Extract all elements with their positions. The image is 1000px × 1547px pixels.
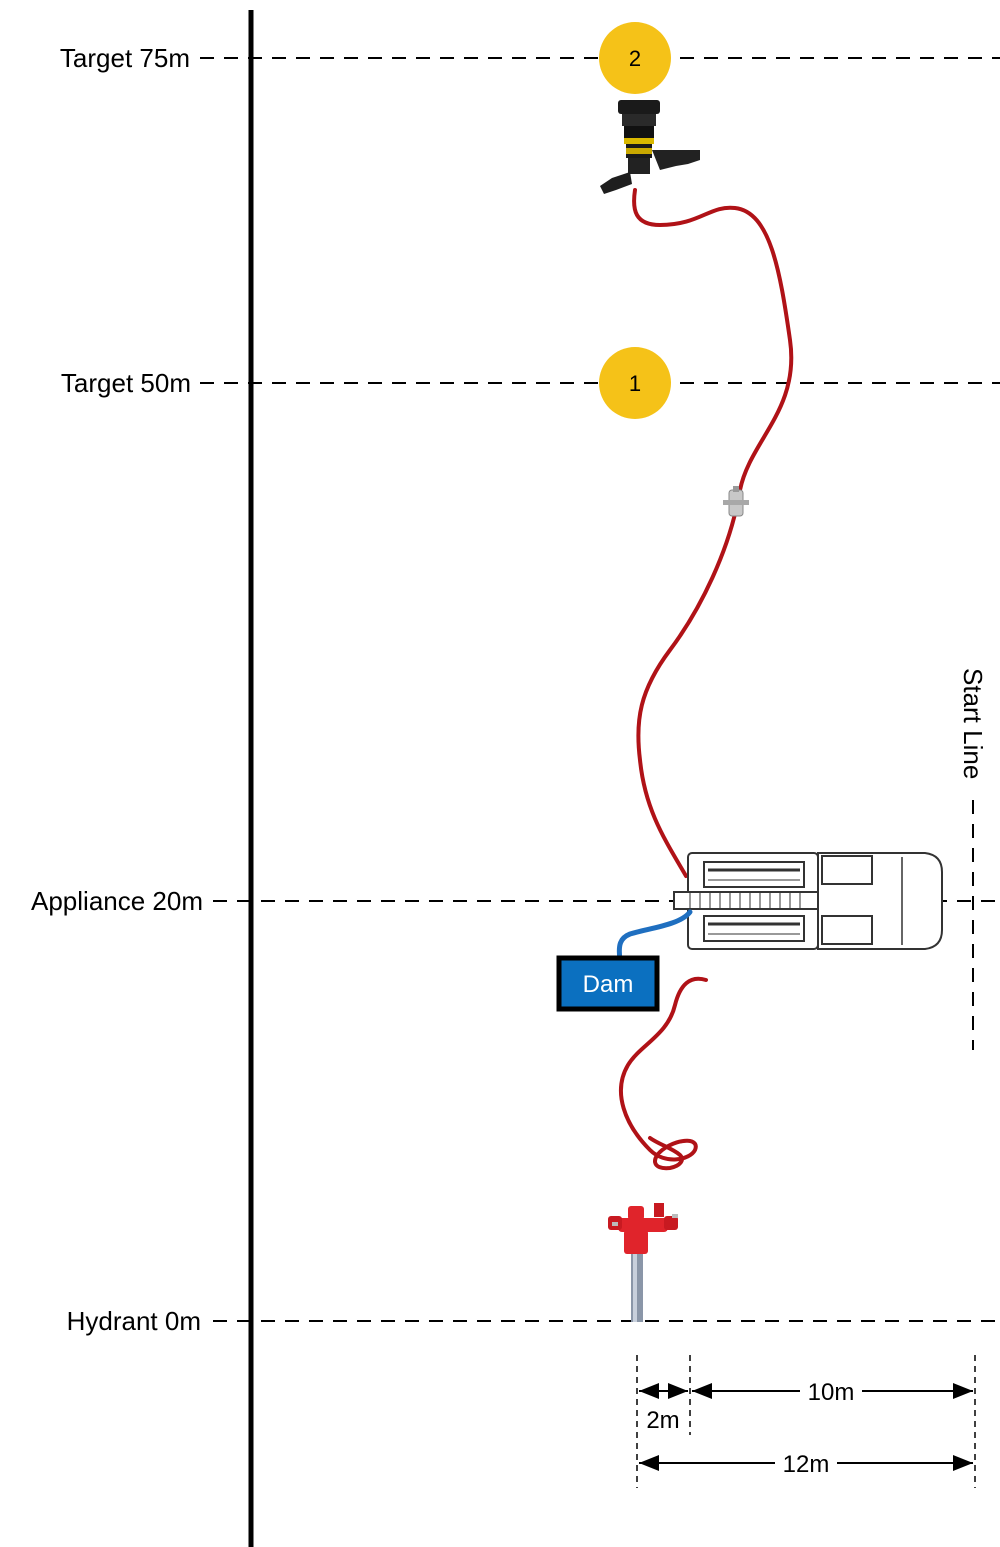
dim-2m-label: 2m: [646, 1407, 679, 1434]
coupling-icon: [723, 486, 749, 517]
dim-10m-label: 10m: [808, 1379, 855, 1406]
target-75-label: Target 75m: [60, 43, 190, 73]
suction-hose: [616, 909, 693, 963]
hydrant-label: Hydrant 0m: [67, 1306, 201, 1336]
svg-text:1: 1: [629, 371, 641, 396]
hydrant-icon: [608, 1203, 678, 1322]
appliance-label: Appliance 20m: [31, 886, 203, 916]
attack-hose: [632, 188, 794, 878]
target-marker-1: 1: [599, 347, 671, 419]
dim-12m-label: 12m: [783, 1451, 830, 1478]
fire-appliance-icon: [673, 852, 943, 950]
dam-label: Dam: [583, 971, 634, 998]
nozzle-icon: [600, 100, 700, 194]
target-50-label: Target 50m: [61, 368, 191, 398]
target-marker-2: 2: [599, 22, 671, 94]
start-line-label: Start Line: [958, 668, 988, 779]
svg-text:2: 2: [629, 46, 641, 71]
dam-box: Dam: [556, 955, 660, 1012]
supply-hose: [619, 976, 708, 1171]
